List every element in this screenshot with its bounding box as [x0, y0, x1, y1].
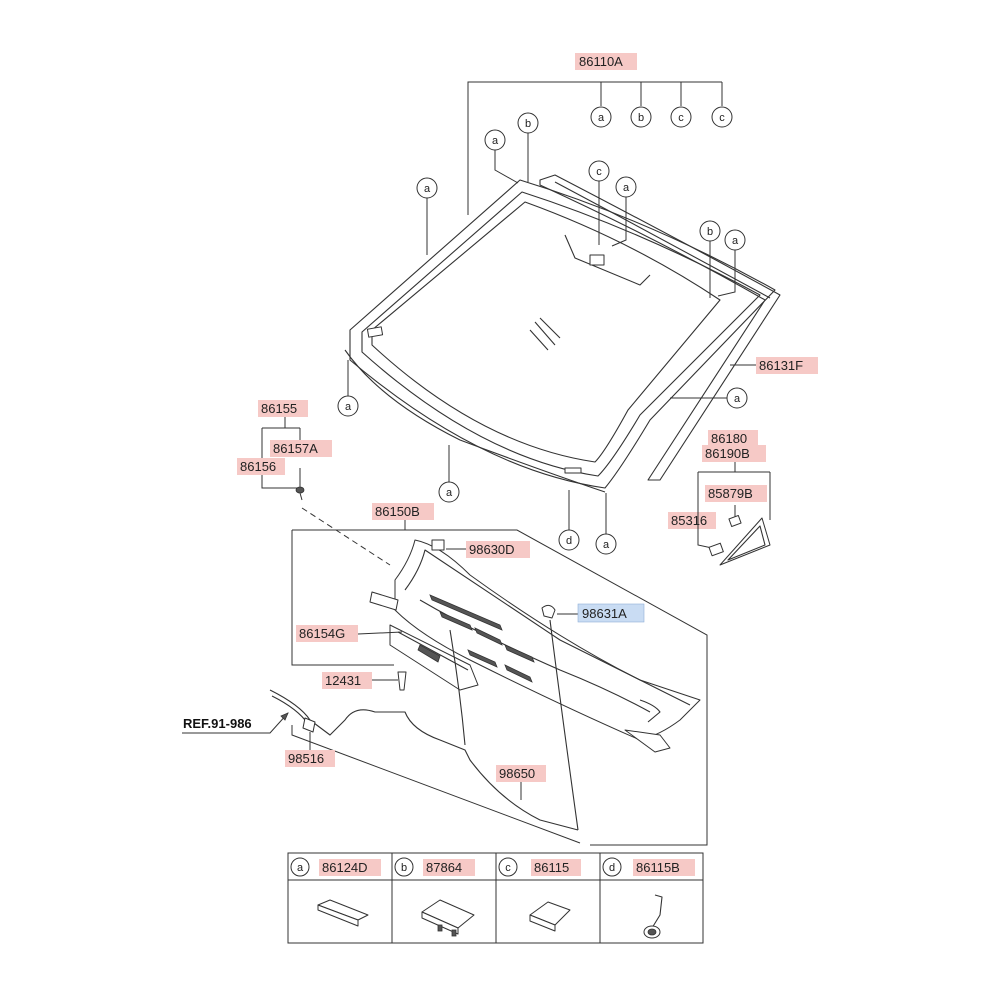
- cowl-top-cover: [394, 539, 701, 753]
- svg-text:a: a: [623, 182, 630, 194]
- callout-c-3: c: [588, 160, 610, 182]
- label-86110A: 86110A: [575, 53, 637, 70]
- label-12431: 12431: [322, 671, 407, 691]
- windshield-leaders: [347, 81, 756, 535]
- callout-a-8: a: [595, 533, 617, 555]
- callout-a-7: a: [438, 481, 460, 503]
- svg-text:86190B: 86190B: [705, 446, 750, 461]
- svg-text:b: b: [401, 862, 407, 874]
- svg-text:d: d: [566, 535, 572, 547]
- legend-cell-b: b 87864: [394, 857, 475, 937]
- svg-text:c: c: [678, 112, 684, 124]
- svg-text:12431: 12431: [325, 673, 361, 688]
- label-98631A: 98631A: [557, 603, 645, 623]
- callout-d-1: d: [558, 529, 580, 551]
- svg-text:86154G: 86154G: [299, 626, 345, 641]
- callout-a-2: a: [484, 129, 506, 151]
- callout-b-2: b: [517, 112, 539, 134]
- svg-text:87864: 87864: [426, 860, 462, 875]
- svg-text:a: a: [446, 487, 453, 499]
- svg-text:85879B: 85879B: [708, 486, 753, 501]
- clip-group-86155: 86155 86157A 86156: [237, 400, 391, 566]
- svg-text:c: c: [596, 166, 602, 178]
- label-98516: 98516: [285, 717, 335, 767]
- callout-a-9: a: [726, 387, 748, 409]
- svg-text:86124D: 86124D: [322, 860, 368, 875]
- side-moulding: [539, 174, 781, 481]
- callout-a-3: a: [416, 177, 438, 199]
- callout-a-6: a: [337, 395, 359, 417]
- svg-text:a: a: [732, 235, 739, 247]
- svg-text:86150B: 86150B: [375, 504, 420, 519]
- svg-text:c: c: [719, 112, 725, 124]
- svg-text:c: c: [505, 862, 511, 874]
- svg-text:a: a: [603, 539, 610, 551]
- svg-text:98630D: 98630D: [469, 542, 515, 557]
- callout-circles-top: a b c c a b a c a b a a a d a a: [337, 106, 748, 555]
- svg-text:86115B: 86115B: [636, 860, 680, 875]
- cowl-bracket: [369, 591, 479, 691]
- legend-table: a 86124D b 87864 c 86115 d: [287, 852, 704, 944]
- svg-text:a: a: [424, 183, 431, 195]
- callout-c-1: c: [670, 106, 692, 128]
- svg-text:86115: 86115: [534, 860, 569, 875]
- svg-text:86156: 86156: [240, 459, 276, 474]
- svg-text:98631A: 98631A: [582, 606, 627, 621]
- callout-a-4: a: [615, 176, 637, 198]
- svg-text:a: a: [492, 135, 499, 147]
- svg-text:98516: 98516: [288, 751, 324, 766]
- svg-text:86131F: 86131F: [759, 358, 803, 373]
- svg-text:REF.91-986: REF.91-986: [183, 716, 252, 731]
- svg-text:86180: 86180: [711, 431, 747, 446]
- windshield-glass: [344, 179, 776, 493]
- legend-cell-c: c 86115: [498, 857, 581, 932]
- callout-b-3: b: [699, 220, 721, 242]
- legend-cell-a: a 86124D: [290, 857, 381, 927]
- callout-b-1: b: [630, 106, 652, 128]
- svg-text:a: a: [734, 393, 741, 405]
- label-86131F: 86131F: [756, 357, 818, 374]
- svg-text:a: a: [345, 401, 352, 413]
- svg-text:86110A: 86110A: [579, 54, 623, 69]
- svg-text:b: b: [707, 226, 713, 238]
- svg-text:98650: 98650: [499, 766, 535, 781]
- callout-a-5: a: [724, 229, 746, 251]
- svg-text:b: b: [638, 112, 644, 124]
- legend-cell-d: d 86115B: [602, 857, 695, 939]
- callout-a-1: a: [590, 106, 612, 128]
- svg-text:85316: 85316: [671, 513, 707, 528]
- svg-text:d: d: [609, 862, 615, 874]
- svg-text:86155: 86155: [261, 401, 297, 416]
- cowl-box: 86150B: [291, 503, 708, 846]
- label-86154G: 86154G: [296, 625, 403, 642]
- svg-text:a: a: [598, 112, 605, 124]
- garnish-group-86180: 86180 86190B 85879B 85316: [668, 430, 771, 566]
- label-98630D: 98630D: [446, 541, 530, 558]
- callout-c-2: c: [711, 106, 733, 128]
- svg-text:b: b: [525, 118, 531, 130]
- svg-text:86157A: 86157A: [273, 441, 318, 456]
- svg-text:a: a: [297, 862, 304, 874]
- washer-hose: 98650: [269, 619, 579, 831]
- reference-label: REF.91-986: [182, 712, 289, 734]
